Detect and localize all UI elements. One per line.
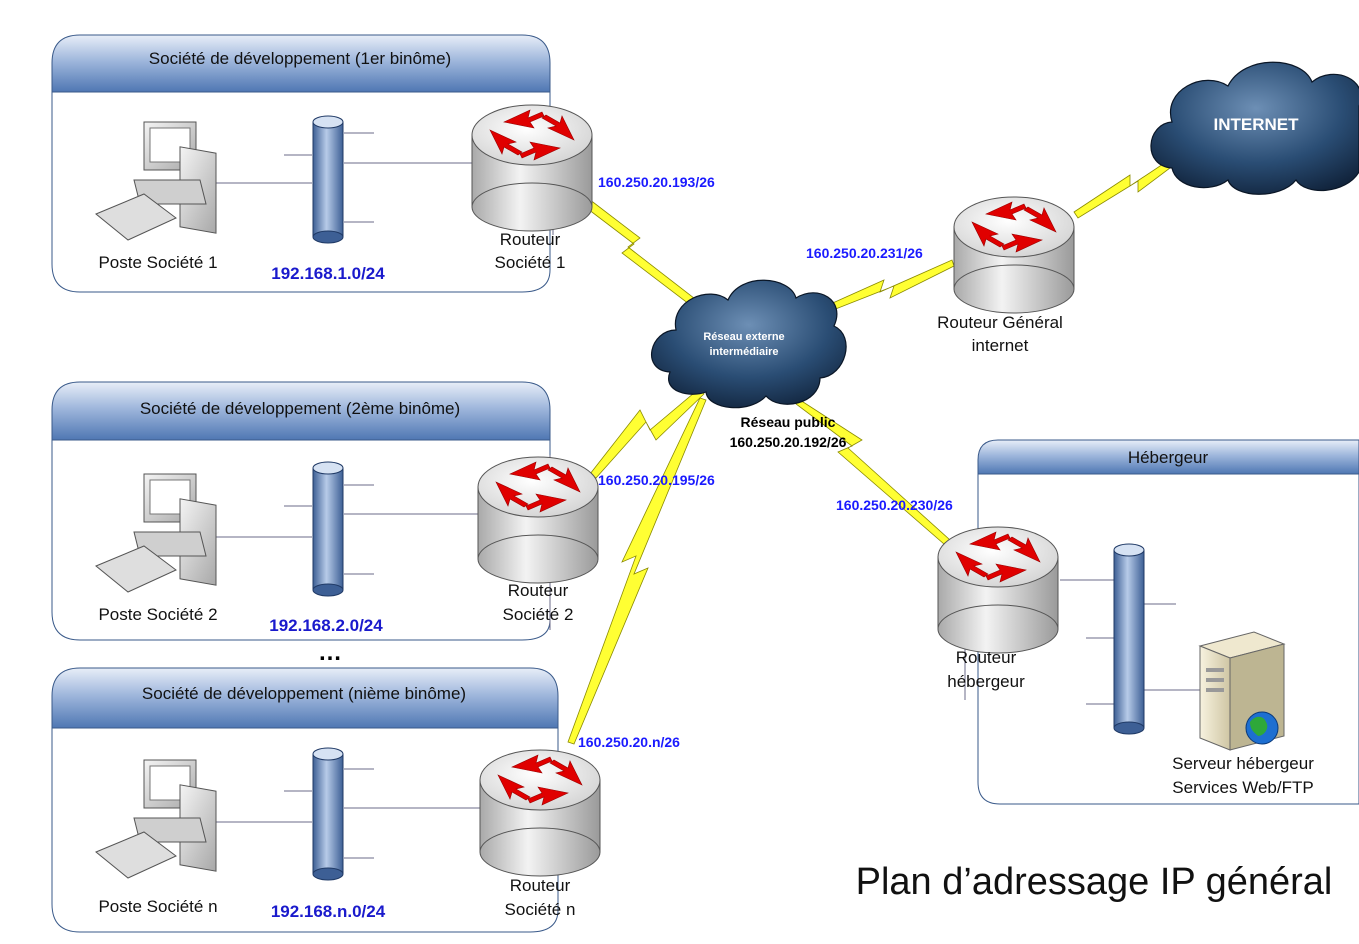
router-ip-2: 160.250.20.195/26 <box>598 472 715 488</box>
router-label-nb: Société n <box>505 900 576 919</box>
central-cloud-line2: intermédiaire <box>709 346 778 358</box>
lan-bus-n <box>312 747 344 881</box>
server-icon <box>1198 631 1286 751</box>
internet-cloud-icon <box>1150 61 1359 195</box>
general-router-label2: internet <box>972 336 1029 355</box>
group-title-2: Société de développement (2ème binôme) <box>140 399 460 418</box>
central-cloud-line1: Réseau externe <box>703 331 784 343</box>
host-box-title: Hébergeur <box>1128 448 1209 467</box>
router-label-2a: Routeur <box>508 581 569 600</box>
lan-network-1: 192.168.1.0/24 <box>271 264 385 283</box>
computer-icon <box>95 473 217 593</box>
lan-bus-2 <box>312 461 344 597</box>
group-title-1: Société de développement (1er binôme) <box>149 49 451 68</box>
server-label2: Services Web/FTP <box>1172 778 1313 797</box>
page-title: Plan d’adressage IP général <box>856 861 1333 903</box>
server-label1: Serveur hébergeur <box>1172 754 1314 773</box>
router-label-2b: Société 2 <box>503 605 574 624</box>
router-label-1a: Routeur <box>500 230 561 249</box>
lan-bus-1 <box>312 115 344 244</box>
lan-bus-host <box>1113 543 1145 735</box>
router-icon <box>937 526 1059 654</box>
public-network-name: Réseau public <box>741 414 836 430</box>
general-router-label1: Routeur Général <box>937 313 1063 332</box>
pc-label-2: Poste Société 2 <box>98 605 217 624</box>
internet-label: INTERNET <box>1214 115 1300 134</box>
computer-icon <box>95 759 217 879</box>
group-title-n: Société de développement (nième binôme) <box>142 684 466 703</box>
router-label-1b: Société 1 <box>495 253 566 272</box>
lan-network-n: 192.168.n.0/24 <box>271 902 386 921</box>
pc-label-n: Poste Société n <box>98 897 217 916</box>
router-icon <box>953 196 1075 314</box>
router-ip-1: 160.250.20.193/26 <box>598 174 715 190</box>
pc-label-1: Poste Société 1 <box>98 253 217 272</box>
router-ip-n: 160.250.20.n/26 <box>578 734 680 750</box>
router-label-na: Routeur <box>510 876 571 895</box>
host-router-label2: hébergeur <box>947 672 1025 691</box>
central-cloud-icon <box>651 279 847 409</box>
computer-icon <box>95 121 217 241</box>
wan-links <box>567 149 1187 745</box>
host-router-label1: Routeur <box>956 648 1017 667</box>
router-icon <box>477 456 599 584</box>
host-router-ip: 160.250.20.230/26 <box>836 497 953 513</box>
lan-network-2: 192.168.2.0/24 <box>269 616 383 635</box>
router-icon <box>471 104 593 232</box>
general-router-ip: 160.250.20.231/26 <box>806 245 923 261</box>
wan-link-n <box>567 397 707 745</box>
public-network-address: 160.250.20.192/26 <box>730 434 847 450</box>
more-groups-ellipsis: … <box>318 639 342 666</box>
wan-link-2 <box>589 387 705 479</box>
router-icon <box>479 749 601 877</box>
